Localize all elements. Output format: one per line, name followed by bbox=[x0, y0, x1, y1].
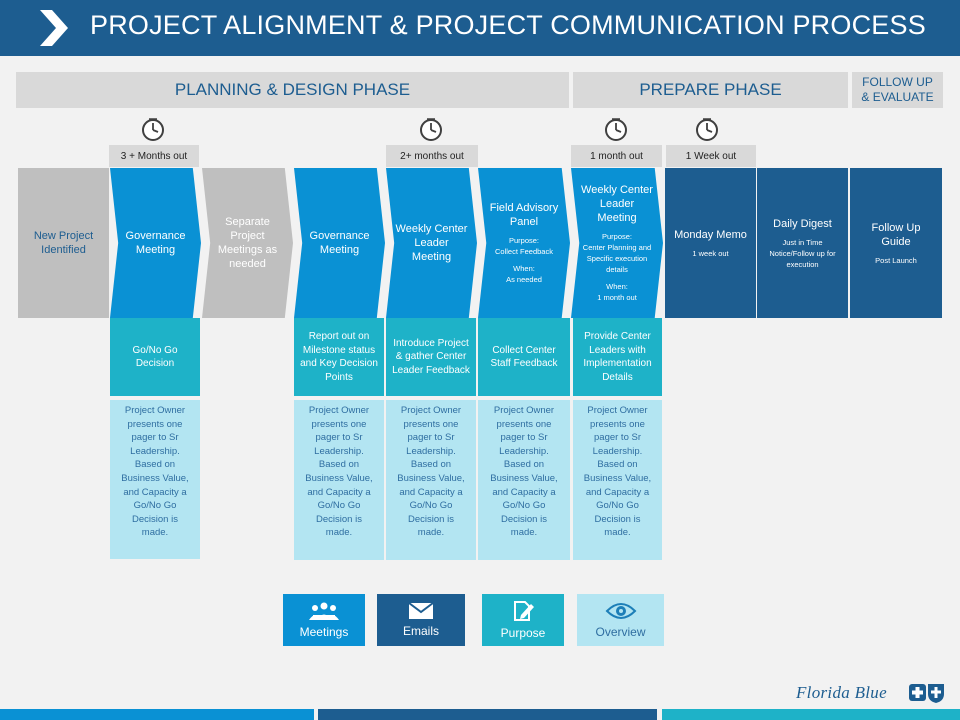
chevron-right-icon bbox=[40, 10, 68, 46]
timing-label: 2+ months out bbox=[386, 145, 478, 167]
timing-label: 1 month out bbox=[571, 145, 662, 167]
page-title: PROJECT ALIGNMENT & PROJECT COMMUNICATIO… bbox=[90, 10, 926, 40]
subbox-report-out: Report out on Milestone status and Key D… bbox=[294, 318, 384, 396]
clock-icon bbox=[696, 118, 718, 141]
step-title: Weekly Center Leader Meeting bbox=[395, 223, 468, 263]
legend-label: Emails bbox=[402, 624, 439, 638]
blue-cross-blue-shield-icon bbox=[909, 684, 944, 703]
description-box: Project Owner presents one pager to Sr L… bbox=[110, 400, 200, 559]
step-governance-meeting-2: Governance Meeting bbox=[294, 168, 385, 318]
step-when-label: When: bbox=[513, 264, 535, 273]
step-note: 1 week out bbox=[692, 248, 729, 258]
step-purpose: Center Planning and Specific execution d… bbox=[582, 243, 652, 274]
brand-logo: Florida Blue bbox=[796, 683, 887, 702]
step-governance-meeting: Governance Meeting bbox=[110, 168, 201, 318]
legend-overview: Overview bbox=[577, 594, 664, 646]
meetings-icon bbox=[309, 602, 339, 620]
clock-icon bbox=[605, 118, 627, 141]
step-daily-digest: Daily Digest Just in Time Notice/Follow … bbox=[757, 168, 848, 318]
phase-prepare: PREPARE PHASE bbox=[573, 72, 848, 108]
step-weekly-center-leader-meeting-2: Weekly Center Leader Meeting Purpose: Ce… bbox=[571, 168, 663, 318]
step-title: Governance Meeting bbox=[309, 230, 370, 256]
timing-label: 3 + Months out bbox=[109, 145, 199, 167]
legend-label: Meetings bbox=[299, 625, 349, 639]
legend-emails: Emails bbox=[377, 594, 465, 646]
step-title: Weekly Center Leader Meeting bbox=[581, 184, 653, 224]
phase-follow-up-line2: & EVALUATE bbox=[861, 90, 934, 104]
envelope-icon bbox=[408, 602, 434, 619]
description-box: Project Owner presents one pager to Sr L… bbox=[573, 400, 662, 560]
legend-meetings: Meetings bbox=[283, 594, 365, 646]
step-title: Daily Digest bbox=[773, 217, 832, 230]
step-monday-memo: Monday Memo 1 week out bbox=[665, 168, 756, 318]
eye-icon bbox=[605, 603, 636, 619]
step-when: 1 month out bbox=[597, 293, 637, 302]
step-field-advisory-panel: Field Advisory Panel Purpose: Collect Fe… bbox=[478, 168, 570, 318]
subbox-collect-feedback: Collect Center Staff Feedback bbox=[478, 318, 570, 396]
step-new-project-identified: New Project Identified bbox=[18, 168, 109, 318]
step-note: Just in Time Notice/Follow up for execut… bbox=[769, 237, 836, 269]
legend-label: Overview bbox=[595, 625, 646, 639]
timing-label: 1 Week out bbox=[666, 145, 756, 167]
step-weekly-center-leader-meeting: Weekly Center Leader Meeting bbox=[386, 168, 477, 318]
description-box: Project Owner presents one pager to Sr L… bbox=[478, 400, 570, 560]
step-title: Separate Project Meetings as needed bbox=[217, 216, 278, 270]
step-title: Follow Up Guide bbox=[871, 221, 921, 248]
subbox-introduce-project: Introduce Project & gather Center Leader… bbox=[386, 318, 476, 396]
description-box: Project Owner presents one pager to Sr L… bbox=[386, 400, 476, 560]
footer-bar-segment bbox=[318, 709, 657, 720]
step-title: Monday Memo bbox=[674, 228, 747, 241]
phase-follow-up-line1: FOLLOW UP bbox=[862, 75, 933, 89]
clock-icon bbox=[142, 118, 164, 141]
clock-icon bbox=[420, 118, 442, 141]
step-purpose-label: Purpose: bbox=[508, 236, 540, 245]
step-purpose: Collect Feedback bbox=[495, 247, 553, 256]
step-title: Field Advisory Panel bbox=[489, 202, 559, 228]
footer-bar-segment bbox=[0, 709, 314, 720]
step-separate-project-meetings: Separate Project Meetings as needed bbox=[202, 168, 293, 318]
step-purpose-label: Purpose: bbox=[601, 232, 633, 241]
footer-bar-segment bbox=[662, 709, 960, 720]
description-box: Project Owner presents one pager to Sr L… bbox=[294, 400, 384, 560]
subbox-provide-details: Provide Center Leaders with Implementati… bbox=[573, 318, 662, 396]
step-when-label: When: bbox=[606, 282, 628, 291]
legend-purpose: Purpose bbox=[482, 594, 564, 646]
phase-planning-design: PLANNING & DESIGN PHASE bbox=[16, 72, 569, 108]
step-note: Post Launch bbox=[875, 255, 917, 265]
step-when: As needed bbox=[506, 275, 542, 284]
edit-icon bbox=[514, 601, 534, 621]
subbox-go-no-go: Go/No Go Decision bbox=[110, 318, 200, 396]
step-follow-up-guide: Follow Up Guide Post Launch bbox=[850, 168, 942, 318]
legend-label: Purpose bbox=[500, 626, 546, 640]
header-bar: PROJECT ALIGNMENT & PROJECT COMMUNICATIO… bbox=[0, 0, 960, 56]
phase-follow-up-evaluate: FOLLOW UP & EVALUATE bbox=[852, 72, 943, 108]
step-title: Governance Meeting bbox=[125, 230, 186, 256]
step-title: New Project Identified bbox=[33, 230, 94, 256]
